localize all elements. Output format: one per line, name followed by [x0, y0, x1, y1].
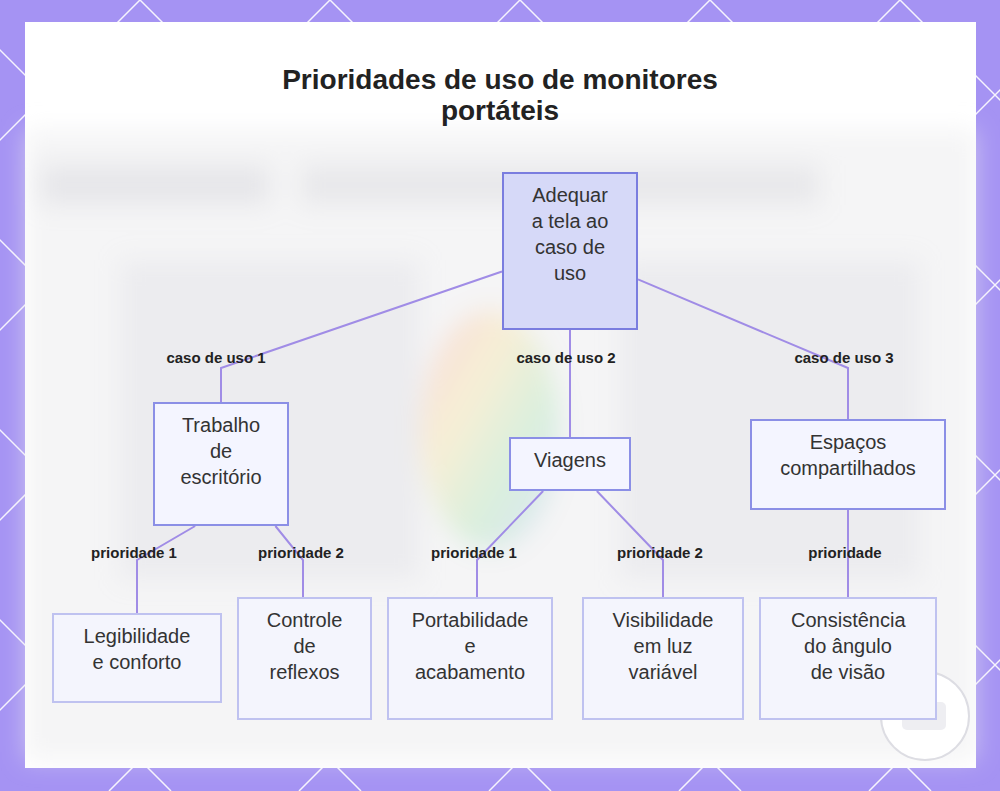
edge-label: caso de uso 1: [166, 349, 265, 366]
box-text: Visibilidade em luz variável: [603, 607, 723, 685]
connector: [569, 330, 571, 437]
box-text: Legibilidade e conforto: [81, 623, 193, 675]
edge-label: caso de uso 3: [794, 349, 893, 366]
process-box: Legibilidade e conforto: [52, 613, 222, 703]
process-box: Trabalho de escritório: [153, 402, 289, 526]
edge-label: prioridade: [808, 544, 881, 561]
process-box: Consistência do ângulo de visão: [759, 597, 937, 720]
process-box: Controle de reflexos: [237, 597, 372, 720]
process-box: Adequar a tela ao caso de uso: [502, 172, 638, 330]
connector: [221, 272, 502, 402]
process-box: Portabilidade e acabamento: [387, 597, 553, 720]
box-text: Consistência do ângulo de visão: [791, 607, 905, 685]
panel: [25, 22, 976, 768]
edge-label: prioridade 2: [617, 544, 703, 561]
connector: [137, 526, 195, 613]
box-text: Viagens: [515, 447, 625, 473]
diagram-title: Prioridades de uso de monitores portátei…: [250, 64, 750, 126]
box-text: Adequar a tela ao caso de uso: [527, 182, 613, 286]
faded-photo: [25, 130, 976, 760]
edge-label: prioridade 1: [91, 544, 177, 561]
box-text: Controle de reflexos: [260, 607, 350, 685]
edge-label: prioridade 2: [258, 544, 344, 561]
edge-label: prioridade 1: [431, 544, 517, 561]
process-box: Viagens: [509, 437, 631, 491]
box-text: Trabalho de escritório: [174, 412, 269, 490]
box-text: Portabilidade e acabamento: [408, 607, 532, 685]
process-box: Visibilidade em luz variável: [582, 597, 744, 720]
connector: [275, 526, 303, 597]
process-box: Espaços compartilhados: [750, 419, 946, 510]
box-text: Espaços compartilhados: [773, 429, 923, 481]
edge-label: caso de uso 2: [516, 349, 615, 366]
